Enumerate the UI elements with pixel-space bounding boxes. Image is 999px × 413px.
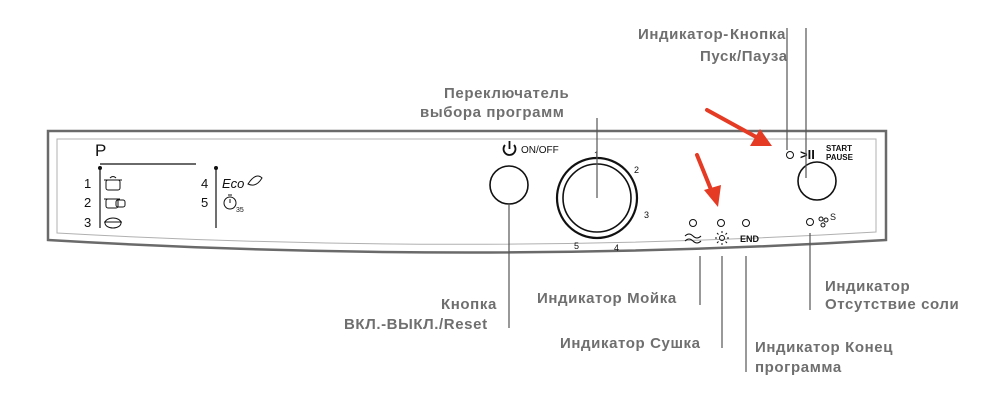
salt-label: S <box>830 212 836 222</box>
arrow-to-dry-indicator <box>695 153 721 207</box>
power-icon <box>502 141 517 156</box>
callout-program-selector-line2: выбора программ <box>420 104 564 121</box>
callout-power-line2: ВКЛ.-ВЫКЛ./Reset <box>344 316 488 333</box>
panel-outline-inner <box>56 138 877 245</box>
dial-number-3: 3 <box>644 210 649 220</box>
program-letter: P <box>95 141 106 160</box>
dial-number-4: 4 <box>614 243 619 253</box>
panel-outline <box>46 129 888 254</box>
pots-icon <box>104 198 126 209</box>
start-pause-led <box>786 151 794 159</box>
wash-led <box>689 219 697 227</box>
power-button-label: ON/OFF <box>521 145 559 156</box>
dial-number-2: 2 <box>634 165 639 175</box>
eco-leaf-icon: Eco <box>222 175 263 191</box>
callout-program-selector-line1: Переключатель <box>444 85 569 102</box>
start-label: START <box>826 144 852 153</box>
callout-start-pause-line1: Индикатор- <box>638 26 729 43</box>
program-number-4: 4 <box>201 176 208 191</box>
callout-start-pause-line3: Пуск/Пауза <box>700 48 788 65</box>
start-pause-button[interactable] <box>797 161 837 201</box>
end-led <box>742 219 750 227</box>
sun-icon <box>715 231 729 245</box>
power-button[interactable] <box>489 165 529 205</box>
callout-power-line1: Кнопка <box>441 296 497 313</box>
callout-wash: Индикатор Мойка <box>537 290 677 307</box>
dry-led <box>717 219 725 227</box>
pot-icon <box>104 176 122 191</box>
arrow-to-start-pause <box>705 108 772 146</box>
callout-end-line1: Индикатор Конец <box>755 339 893 356</box>
program-number-5: 5 <box>201 195 208 210</box>
start-pause-symbol: >II <box>800 147 815 162</box>
stopwatch-icon: 35 <box>223 194 244 214</box>
salt-icon <box>818 216 829 228</box>
program-number-3: 3 <box>84 215 91 230</box>
svg-text:Eco: Eco <box>222 176 244 191</box>
wash-icon <box>684 233 702 244</box>
program-number-2: 2 <box>84 195 91 210</box>
callout-dry: Индикатор Сушка <box>560 335 701 352</box>
callout-salt-line1: Индикатор <box>825 278 910 295</box>
callout-start-pause-line2: Кнопка <box>730 26 786 43</box>
end-label: END <box>740 234 760 244</box>
callout-end-line2: программа <box>755 359 842 376</box>
dial-number-5: 5 <box>574 241 579 251</box>
callout-leaders <box>508 28 811 372</box>
salt-led <box>806 218 814 226</box>
svg-text:35: 35 <box>236 207 244 214</box>
program-number-1: 1 <box>84 176 91 191</box>
callout-salt-line2: Отсутствие соли <box>825 296 959 313</box>
bowl-icon <box>104 217 122 229</box>
pause-label: PAUSE <box>826 153 854 162</box>
